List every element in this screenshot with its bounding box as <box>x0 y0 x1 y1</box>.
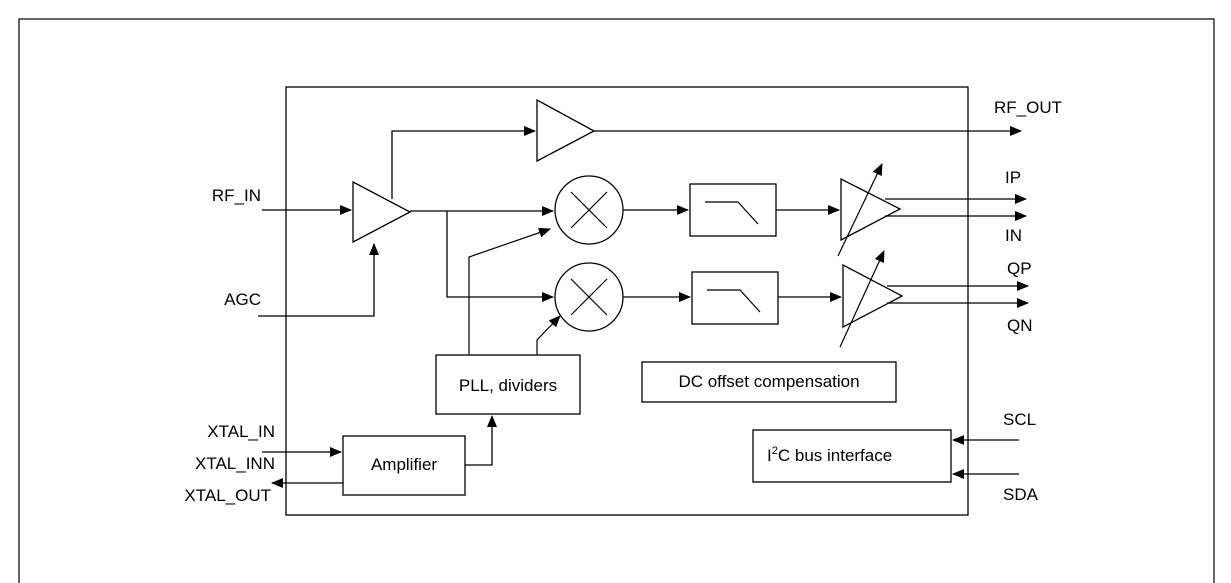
pin-label-scl: SCL <box>1003 410 1036 429</box>
q-mixer <box>554 262 624 332</box>
i2c-label: I2C bus interface <box>767 445 892 465</box>
rf-out-buffer <box>536 98 596 163</box>
pin-label-qp: QP <box>1007 259 1032 278</box>
lo-line-i <box>468 227 551 355</box>
lo-line-q <box>536 315 561 355</box>
pin-label-ip: IP <box>1005 168 1021 187</box>
pin-label-rf-out: RF_OUT <box>994 98 1062 117</box>
i-mixer <box>554 175 624 245</box>
i-variable-gain-amplifier <box>837 163 902 257</box>
lna-amplifier <box>352 180 412 244</box>
pin-label-sda: SDA <box>1003 485 1039 504</box>
pin-label-rf-in: RF_IN <box>212 186 261 205</box>
pin-label-qn: QN <box>1007 316 1033 335</box>
i2c-label-suffix: C bus interface <box>778 446 892 465</box>
q-lowpass-filter <box>691 271 779 325</box>
lna-to-buffer-line <box>391 126 536 199</box>
dc-offset-block <box>641 361 897 403</box>
i2c-label-prefix: I <box>767 446 772 465</box>
i-lowpass-filter <box>689 183 777 237</box>
pin-label-xtal-in: XTAL_IN <box>207 422 275 441</box>
chip-outline <box>285 86 969 516</box>
amplifier-to-pll-line <box>465 415 497 466</box>
q-variable-gain-amplifier <box>839 250 904 348</box>
pin-label-in: IN <box>1005 226 1022 245</box>
dc-offset-label: DC offset compensation <box>678 372 859 391</box>
pin-label-xtal-inn: XTAL_INN <box>195 454 275 473</box>
outer-frame <box>18 18 1215 583</box>
pll-label: PLL, dividers <box>459 376 557 395</box>
amplifier-block <box>342 435 466 496</box>
pin-label-xtal-out: XTAL_OUT <box>184 486 271 505</box>
pll-block <box>435 354 581 415</box>
lna-to-q-mixer-line <box>446 211 554 302</box>
amplifier-label: Amplifier <box>371 455 437 474</box>
i2c-label-superscript: 2 <box>772 445 778 457</box>
i2c-block <box>752 429 952 483</box>
agc-line <box>258 243 379 317</box>
pin-label-agc: AGC <box>224 290 261 309</box>
